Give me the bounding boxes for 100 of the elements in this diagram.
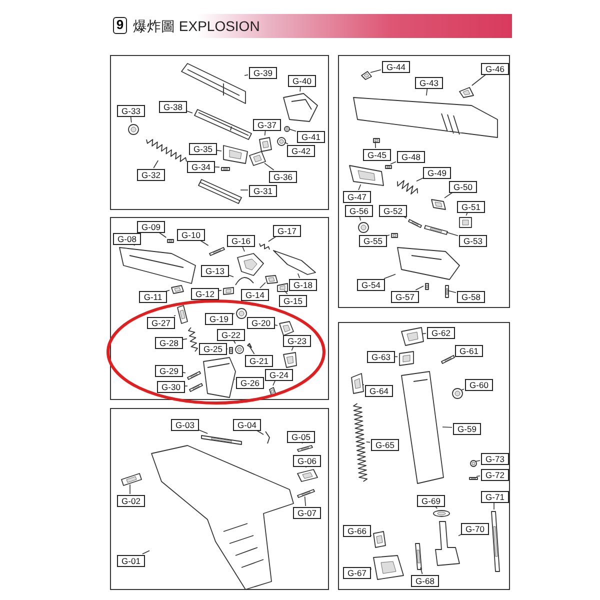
- sight-drawing: [360, 70, 372, 80]
- callout-label: G-56: [345, 205, 373, 217]
- leader-line: [458, 534, 462, 536]
- trigger-drawing: [282, 352, 296, 368]
- pin-drawing: [384, 164, 392, 168]
- leader-line: [386, 234, 390, 236]
- callout-label: G-49: [423, 167, 451, 179]
- callout-label: G-24: [265, 369, 293, 381]
- callout-label: G-21: [245, 355, 273, 367]
- pin-drawing: [414, 542, 422, 570]
- part-drawing: [296, 468, 318, 482]
- leader-line: [284, 290, 288, 294]
- leader-line: [300, 86, 301, 92]
- ring-drawing: [452, 388, 462, 398]
- pin-drawing: [208, 246, 224, 256]
- callout-label: G-11: [139, 291, 167, 303]
- leader-line: [288, 128, 296, 132]
- tube-drawing: [248, 150, 266, 166]
- part-drawing: [264, 274, 278, 284]
- housing-drawing: [202, 356, 236, 398]
- leader-line: [359, 216, 361, 221]
- leader-line: [142, 550, 150, 554]
- screw-drawing: [372, 138, 380, 142]
- callout-label: G-47: [343, 191, 371, 203]
- leader-line: [416, 178, 424, 182]
- ring-drawing: [432, 510, 450, 516]
- callout-label: G-64: [365, 385, 393, 397]
- ring-drawing: [234, 344, 244, 354]
- leader-line: [199, 240, 209, 246]
- leader-line: [476, 476, 480, 477]
- leader-line: [362, 384, 364, 386]
- panel-frame: [110, 408, 329, 590]
- part-drawing: [458, 216, 472, 228]
- leader-line: [402, 216, 407, 218]
- callout-label: G-46: [481, 63, 509, 75]
- leader-line: [174, 315, 176, 316]
- leader-line: [232, 313, 235, 315]
- spring-drawing: [258, 242, 270, 250]
- leader-line: [304, 496, 306, 506]
- callout-label: G-55: [359, 235, 387, 247]
- spring-drawing: [188, 326, 198, 352]
- leader-line: [422, 333, 426, 334]
- callout-label: G-04: [233, 419, 261, 431]
- part-drawing: [398, 350, 414, 366]
- plate-drawing: [200, 434, 242, 444]
- spring-drawing: [268, 386, 276, 396]
- leader-line: [366, 442, 370, 443]
- callout-label: G-07: [293, 507, 321, 519]
- callout-label: G-25: [199, 343, 227, 355]
- ring-drawing: [284, 126, 290, 132]
- part-drawing: [176, 304, 188, 324]
- leader-line: [426, 88, 428, 96]
- leader-line: [182, 338, 188, 340]
- wire-drawing: [234, 276, 254, 286]
- callout-label: G-13: [201, 265, 229, 277]
- hop-up-drawing: [282, 92, 318, 122]
- leader-line: [298, 273, 300, 278]
- callout-label: G-02: [117, 495, 145, 507]
- callout-label: G-15: [279, 295, 307, 307]
- leader-line: [374, 141, 376, 148]
- pin-drawing: [408, 218, 422, 228]
- leader-line: [475, 460, 480, 462]
- leader-line: [472, 74, 487, 86]
- callout-label: G-41: [297, 131, 325, 143]
- pin-drawing: [296, 488, 314, 498]
- panel-frame: [338, 55, 510, 308]
- magazine-drawing: [400, 370, 444, 484]
- ring-drawing: [358, 222, 368, 232]
- leader-line: [244, 74, 248, 76]
- leader-line: [166, 290, 170, 292]
- callout-label: G-53: [459, 235, 487, 247]
- barrel-drawing: [180, 62, 246, 104]
- callout-label: G-35: [189, 143, 217, 155]
- barrel-drawing: [194, 108, 252, 140]
- callout-label: G-51: [457, 201, 485, 213]
- callout-label: G-01: [117, 555, 145, 567]
- callout-label: G-19: [205, 313, 233, 325]
- callout-label: G-10: [177, 229, 205, 241]
- slide-drawing: [352, 96, 498, 138]
- callout-label: G-20: [247, 317, 275, 329]
- callout-label: G-29: [155, 365, 183, 377]
- sight-drawing: [458, 86, 474, 98]
- callout-label: G-60: [465, 379, 493, 391]
- spring-drawing: [396, 180, 418, 194]
- leader-line: [242, 246, 245, 252]
- leader-line: [274, 324, 278, 326]
- panel-frame: [110, 217, 329, 400]
- callout-label: G-54: [357, 279, 385, 291]
- callout-label: G-12: [191, 288, 219, 300]
- leader-line: [390, 161, 396, 164]
- callout-label: G-45: [363, 149, 391, 161]
- callout-label: G-27: [147, 317, 175, 329]
- callout-label: G-16: [227, 235, 255, 247]
- callout-label: G-68: [411, 575, 439, 587]
- pin-drawing: [170, 284, 184, 294]
- screw-drawing: [444, 284, 448, 298]
- callout-label: G-23: [283, 335, 311, 347]
- leader-line: [153, 160, 158, 168]
- leader-line: [358, 184, 362, 190]
- callout-label: G-40: [288, 75, 316, 87]
